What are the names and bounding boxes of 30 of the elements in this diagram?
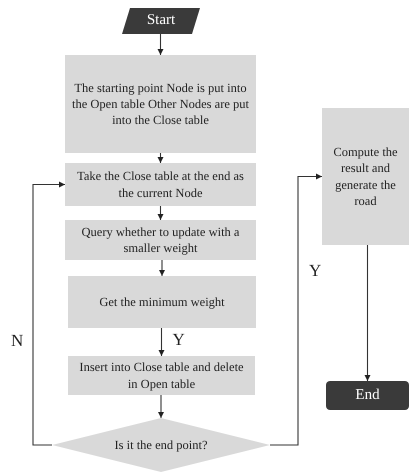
arrow	[158, 34, 164, 55]
edge-label: Y	[308, 262, 322, 279]
node-label: Query whether to update with a smaller weight	[80, 224, 240, 256]
node-label: Get the minimum weight	[99, 294, 225, 310]
process-box	[65, 220, 256, 260]
arrow	[159, 260, 165, 276]
edge-label: N	[10, 332, 24, 349]
node-label: Start	[146, 11, 176, 30]
process-box	[65, 55, 256, 153]
edge-label: Y	[172, 331, 186, 348]
process-box	[65, 163, 256, 206]
node-label: Take the Close table at the end as the current Node	[76, 168, 245, 201]
decision-diamond	[52, 418, 270, 472]
node-label: The starting point Node is put into the Open table Other Nodes are put into the Close table	[71, 80, 250, 128]
process-box	[322, 108, 409, 245]
process-box	[68, 356, 255, 395]
start-parallelogram	[122, 8, 200, 34]
arrow	[32, 182, 65, 446]
node-label: Is it the end point?	[113, 436, 209, 454]
arrow	[158, 206, 164, 220]
arrow	[270, 174, 322, 446]
arrow	[158, 328, 164, 356]
end-terminal	[326, 381, 409, 410]
arrow	[158, 395, 164, 418]
node-label: Compute the result and generate the road	[332, 144, 399, 209]
arrow	[364, 245, 370, 381]
node-label: Insert into Close table and delete in Open table	[78, 359, 245, 392]
process-box	[68, 276, 256, 328]
arrow	[158, 153, 164, 163]
node-label: End	[355, 386, 380, 405]
